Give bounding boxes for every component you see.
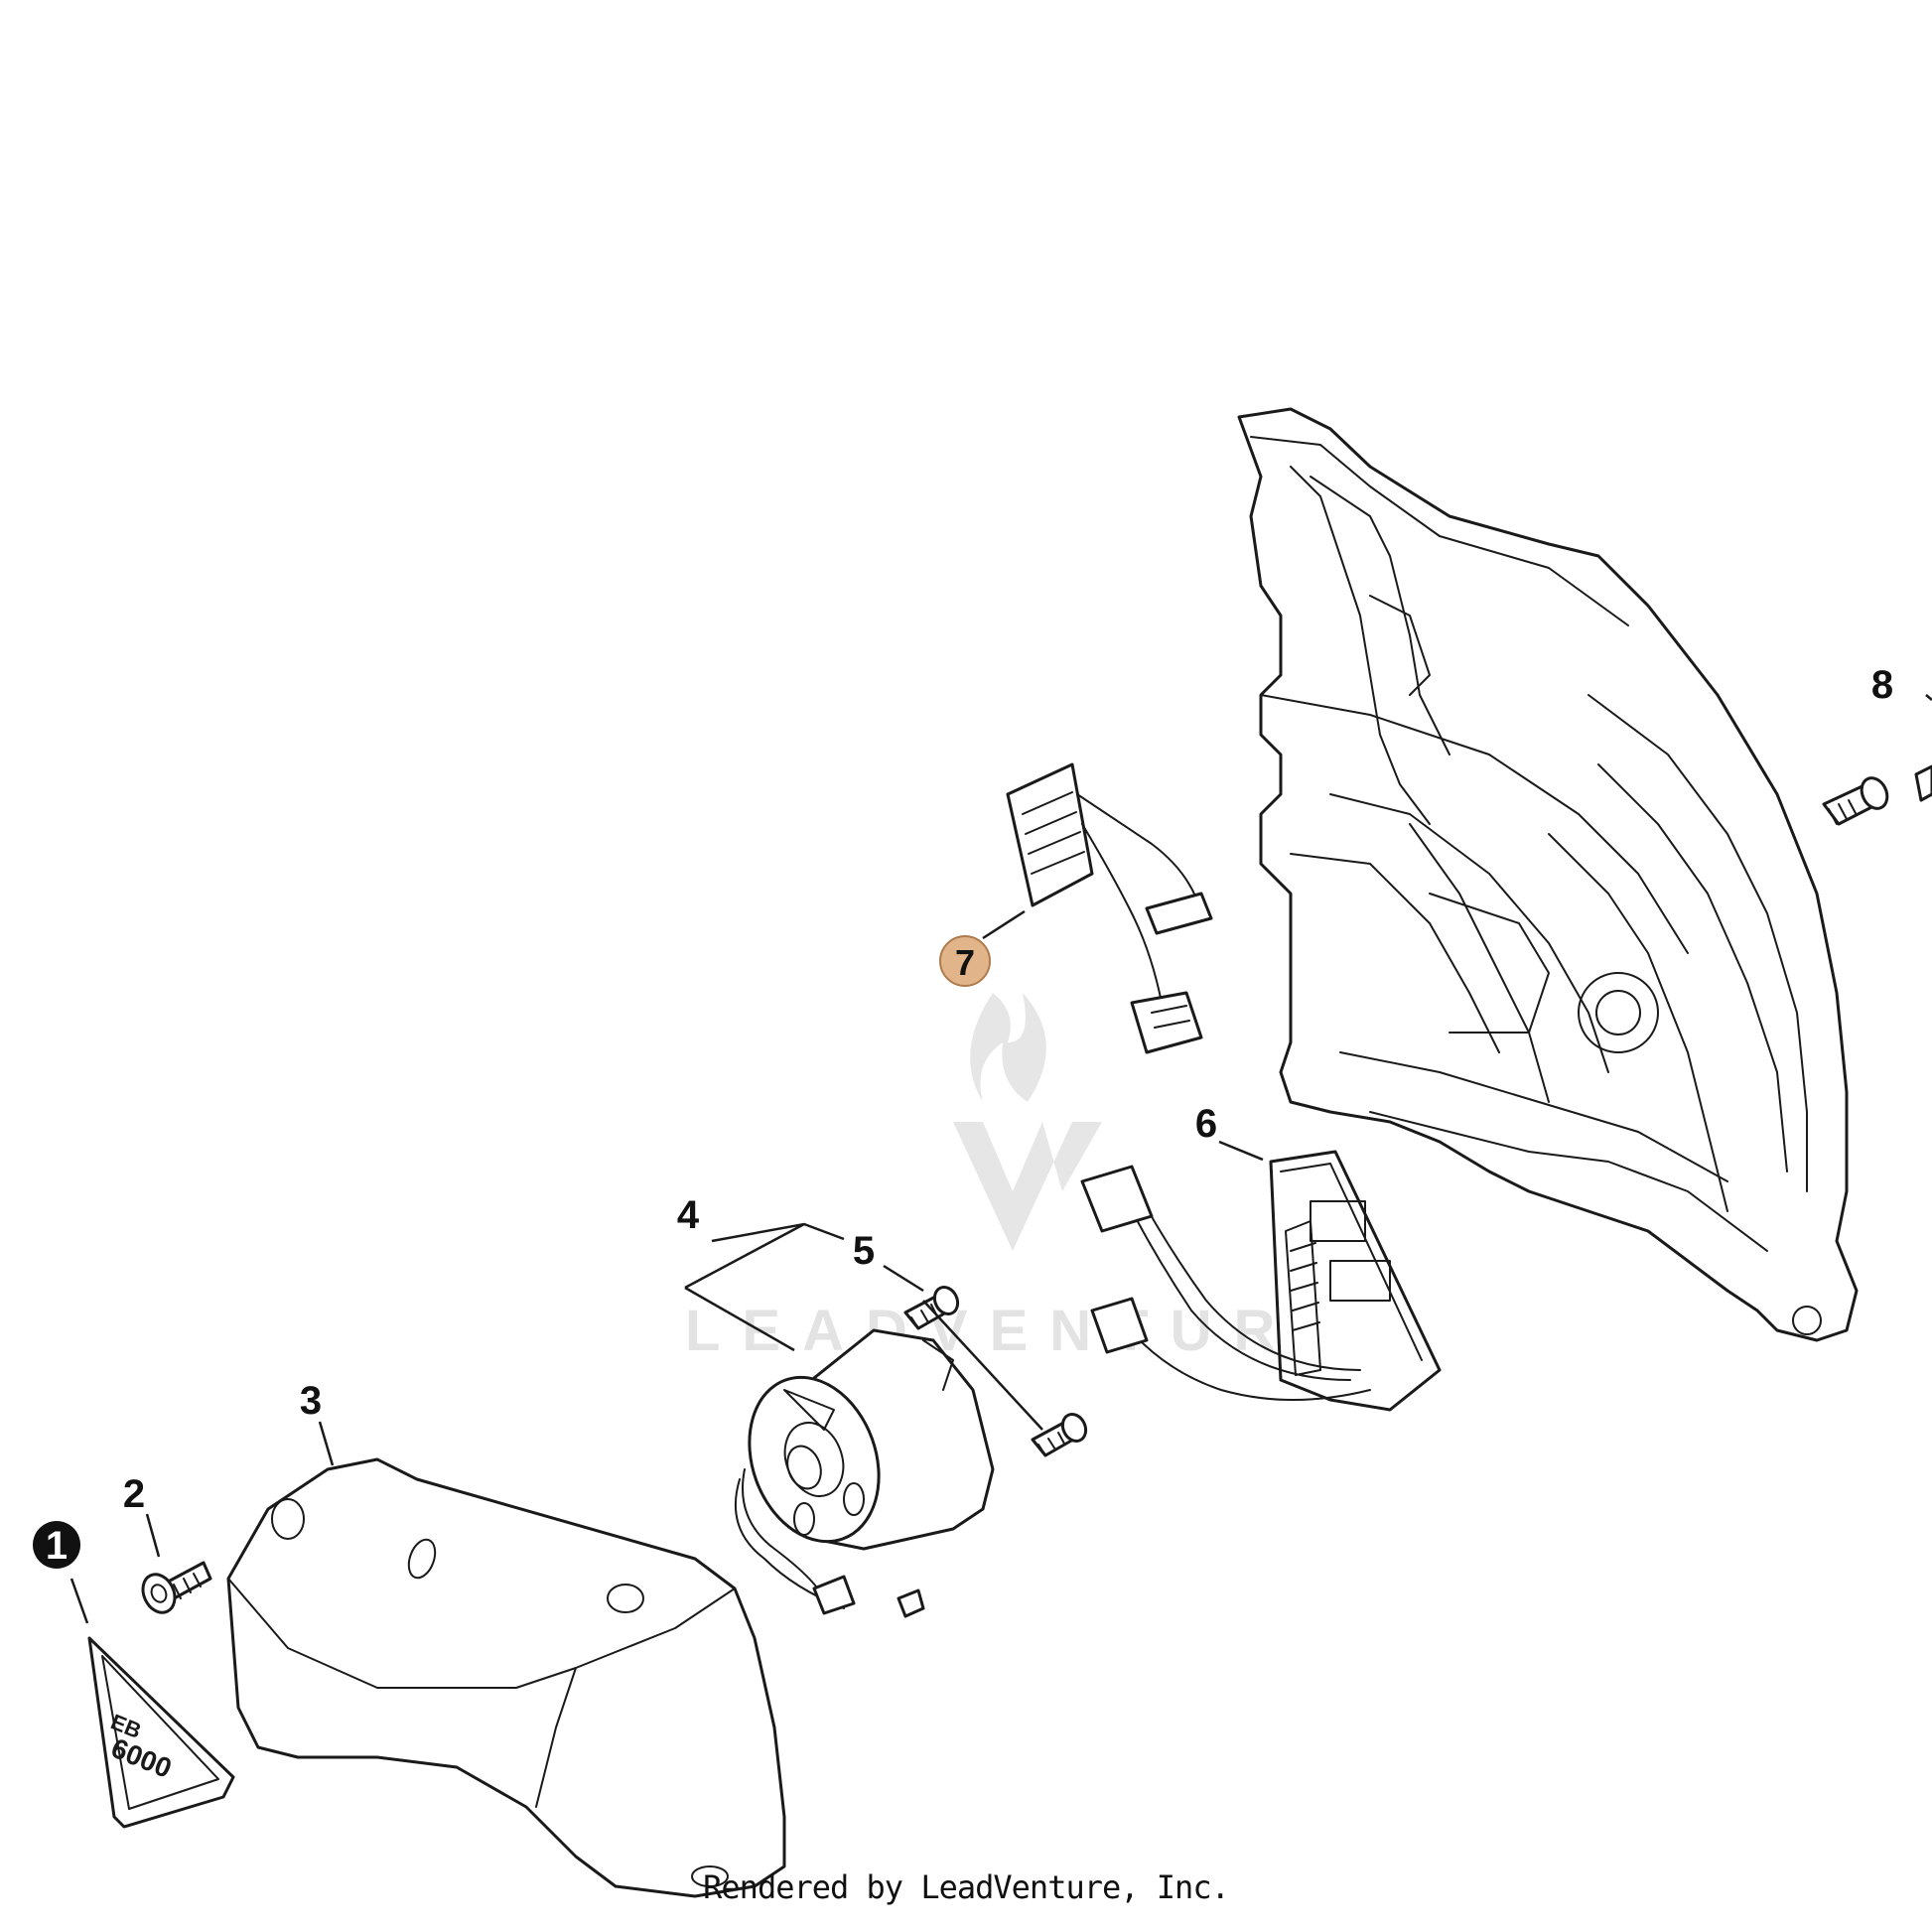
callout-8[interactable]: 8 bbox=[1871, 663, 1893, 707]
motor-part-4 bbox=[734, 1328, 995, 1618]
callout-label-2: 2 bbox=[123, 1472, 145, 1516]
callout-4[interactable]: 4 bbox=[677, 1193, 700, 1237]
callout-label-7: 7 bbox=[955, 942, 975, 983]
callout-badge-7 bbox=[939, 935, 991, 987]
callout-label-4: 4 bbox=[677, 1193, 700, 1237]
callout-3[interactable]: 3 bbox=[300, 1379, 322, 1423]
blower-housing bbox=[1237, 407, 1859, 1342]
callout-2[interactable]: 2 bbox=[123, 1472, 145, 1516]
leader-lines bbox=[69, 694, 1932, 1624]
cover-part-3 bbox=[226, 1457, 786, 1898]
callout-6[interactable]: 6 bbox=[1195, 1102, 1217, 1146]
callout-label-5: 5 bbox=[853, 1229, 875, 1273]
screw-part-2 bbox=[141, 1561, 212, 1614]
footer-credit: Rendered by LeadVenture, Inc. bbox=[703, 1868, 1230, 1906]
callout-label-3: 3 bbox=[300, 1379, 322, 1423]
watermark-text: LEADVENTURE bbox=[685, 1299, 1357, 1363]
callout-label-1: 1 bbox=[46, 1524, 68, 1568]
screws-part-8 bbox=[1822, 764, 1932, 826]
screws-part-5 bbox=[903, 1285, 1088, 1457]
callout-5[interactable]: 5 bbox=[853, 1229, 875, 1273]
callout-label-8: 8 bbox=[1871, 663, 1893, 707]
callout-label-6: 6 bbox=[1195, 1102, 1217, 1146]
callout-7[interactable]: 7 bbox=[939, 935, 991, 987]
watermark-logo: LEADVENTURE bbox=[685, 993, 1357, 1363]
callout-1[interactable]: 1 bbox=[33, 1521, 80, 1569]
callout-badge-1 bbox=[33, 1521, 80, 1569]
terminal-block-part-7 bbox=[1006, 762, 1213, 1054]
controller-part-6 bbox=[1080, 1150, 1442, 1412]
decal-part-1: EB 6000 bbox=[87, 1636, 235, 1829]
